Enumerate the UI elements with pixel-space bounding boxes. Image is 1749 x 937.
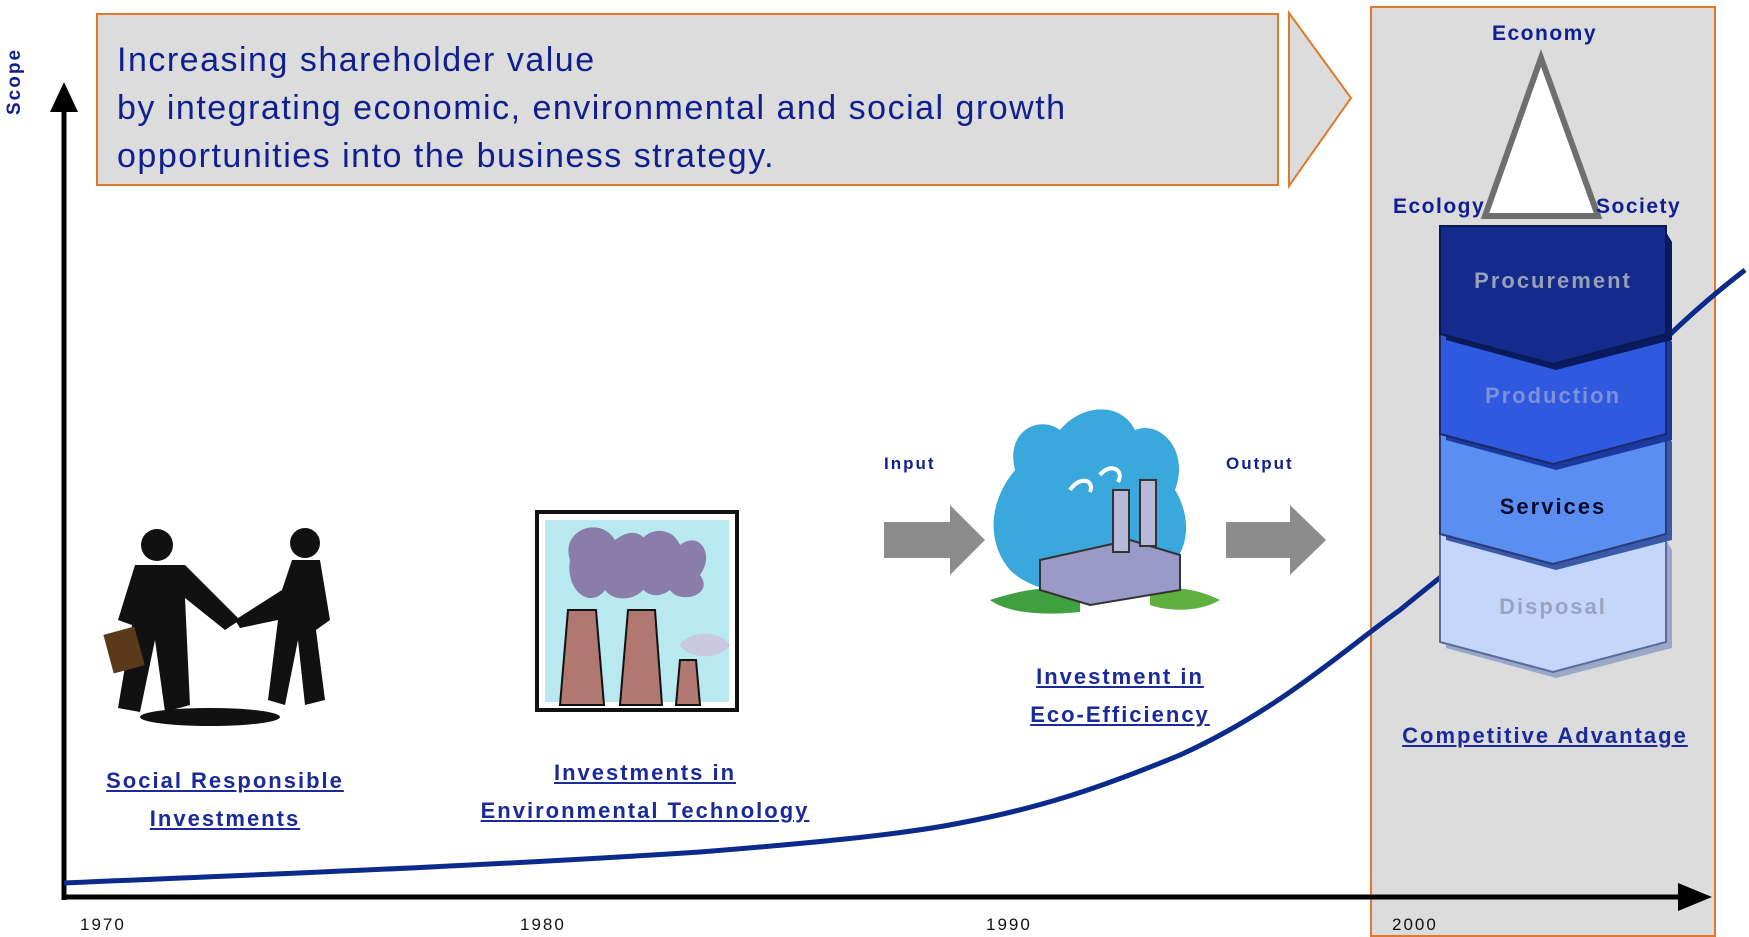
banner-line: Increasing shareholder value — [117, 41, 596, 79]
chevron-disposal: Disposal — [1439, 533, 1672, 678]
triangle-label-right: Society — [1596, 195, 1682, 218]
triangle-label-top: Economy — [1492, 22, 1598, 45]
chevron-label: Services — [1500, 494, 1607, 519]
x-tick-label: 1980 — [520, 915, 566, 934]
handshake-icon — [103, 528, 330, 726]
y-axis-arrow-icon — [50, 82, 78, 112]
stage-label-environmental[interactable]: Investments in Environmental Technology — [420, 754, 870, 830]
banner-arrow-icon — [1288, 9, 1353, 190]
stage-label-line: Social Responsible — [106, 768, 344, 793]
stage-label-social[interactable]: Social Responsible Investments — [60, 762, 390, 838]
stage-label-line: Environmental Technology — [480, 798, 810, 823]
chevron-services: Services — [1439, 425, 1672, 570]
chevron-procurement: Procurement — [1439, 225, 1672, 370]
stage-label-line: Competitive Advantage — [1402, 723, 1688, 748]
stage-label-competitive[interactable]: Competitive Advantage — [1372, 717, 1718, 755]
stage-label-line: Investment in — [1036, 664, 1204, 689]
stage-label-line: Investments in — [553, 760, 737, 785]
input-arrow-icon — [884, 505, 985, 575]
chevron-label: Procurement — [1474, 268, 1632, 293]
eco-factory-icon — [990, 409, 1220, 614]
stage-label-line: Investments — [149, 806, 301, 831]
strategy-banner — [96, 13, 1279, 186]
x-axis-arrow-icon — [1678, 883, 1712, 911]
banner-line: opportunities into the business strategy… — [117, 137, 776, 175]
x-tick-label: 1970 — [80, 915, 126, 934]
smokestack-icon — [535, 510, 739, 712]
output-label: Output — [1226, 454, 1294, 473]
stage-label-line: Eco-Efficiency — [1030, 702, 1210, 727]
banner-text: Increasing shareholder value by integrat… — [117, 36, 1257, 180]
banner-line: by integrating economic, environmental a… — [117, 89, 1067, 127]
stage-label-eco-efficiency[interactable]: Investment in Eco-Efficiency — [970, 658, 1270, 734]
input-label: Input — [884, 454, 936, 473]
y-axis-label: Scope — [4, 47, 25, 115]
sustainability-triangle-icon — [1480, 49, 1603, 219]
x-tick-label: 2000 — [1392, 915, 1438, 934]
chevron-label: Disposal — [1499, 594, 1607, 619]
chevron-production: Production — [1439, 325, 1672, 470]
output-arrow-icon — [1226, 505, 1326, 575]
x-tick-label: 1990 — [986, 915, 1032, 934]
value-chain-stack: Disposal Services Production Procurement — [1439, 225, 1672, 678]
chevron-label: Production — [1485, 383, 1621, 408]
triangle-label-left: Ecology — [1393, 195, 1486, 218]
